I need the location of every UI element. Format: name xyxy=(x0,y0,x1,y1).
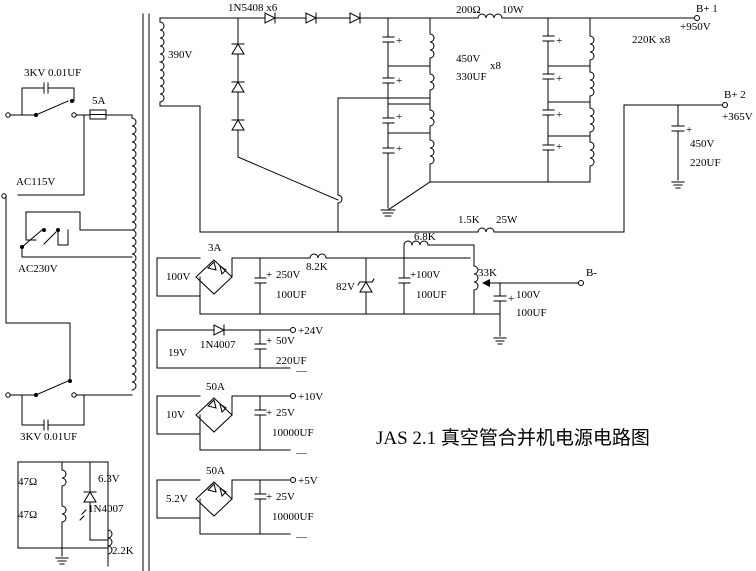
aux24-cap-value: 220UF xyxy=(276,355,307,367)
aux5-secondary-label: 5.2V xyxy=(166,493,188,505)
bminus-label: B- xyxy=(586,267,597,279)
heater-r2-value: 47Ω xyxy=(18,509,37,521)
aux10-secondary-label: 10V xyxy=(166,409,185,421)
aux10-rect-label: 50A xyxy=(206,381,225,393)
aux5-plus-mark: + xyxy=(266,491,272,503)
heater-voltage: 6.3V xyxy=(98,473,120,485)
aux24-supply xyxy=(156,324,296,369)
heater-diode-label: 1N4007 xyxy=(88,503,124,515)
svg-text:+: + xyxy=(396,35,402,47)
bias-c3-voltage: 100V xyxy=(516,289,541,301)
aux10-supply xyxy=(156,393,296,451)
bias-plus-mark: + xyxy=(266,269,272,281)
bplus2-label: B+ 2 xyxy=(724,89,746,101)
bplus2-cap-voltage: 450V xyxy=(690,138,715,150)
bplus1-label: B+ 1 xyxy=(696,3,718,15)
hv-secondary-winding xyxy=(159,21,165,103)
fuse-label: 5A xyxy=(92,95,106,107)
aux24-diode-label: 1N4007 xyxy=(200,339,236,351)
hv-diode-label: 1N5408 x6 xyxy=(228,2,278,14)
bias-pot xyxy=(473,265,479,291)
bias-c3-plus-mark: + xyxy=(508,293,514,305)
hv-cap-value: 330UF xyxy=(456,71,487,83)
bias-rect-label: 3A xyxy=(208,242,222,254)
aux5-out-neg: — xyxy=(295,531,308,543)
bplus2-voltage: +365V xyxy=(722,111,753,123)
svg-text:+: + xyxy=(396,111,402,123)
bias-zener-label: 82V xyxy=(336,281,355,293)
aux24-secondary-label: 19V xyxy=(168,347,187,359)
bias-c2-value: 100UF xyxy=(416,289,447,301)
hv-choke-value: 200Ω xyxy=(456,4,481,16)
aux24-cap-voltage: 50V xyxy=(276,335,295,347)
svg-text:+: + xyxy=(396,143,402,155)
primary-winding-1 xyxy=(131,117,137,231)
bias-c1-voltage: 250V xyxy=(276,269,301,281)
aux10-cap-value: 10000UF xyxy=(272,427,314,439)
svg-text:+: + xyxy=(556,141,562,153)
bias-r1 xyxy=(309,253,327,259)
switch2-caption: 3KV 0.01UF xyxy=(20,431,77,443)
bias-r2 xyxy=(411,240,429,246)
bias-c2-plus-mark: + xyxy=(410,269,416,281)
bias-secondary-label: 100V xyxy=(166,271,191,283)
cap-plus-marks: + + + + + + + + + xyxy=(396,35,692,155)
bplus1-voltage: +950V xyxy=(680,21,711,33)
aux10-plus-mark: + xyxy=(266,407,272,419)
bias-bridge-rectifier xyxy=(195,259,233,295)
bias-supply xyxy=(156,240,584,345)
drop-res-power: 25W xyxy=(496,214,518,226)
svg-text:+: + xyxy=(556,35,562,47)
heater-r3-value: 2.2K xyxy=(112,545,134,557)
aux5-cap-voltage: 25V xyxy=(276,491,295,503)
hv-secondary-label: 390V xyxy=(168,49,193,61)
aux10-bridge-rectifier xyxy=(195,397,233,433)
ac230-label: AC230V xyxy=(18,263,58,275)
svg-text:+: + xyxy=(556,73,562,85)
aux5-supply xyxy=(156,477,296,535)
hv-cap-voltage: 450V xyxy=(456,53,481,65)
bias-pot-value: 33K xyxy=(478,267,497,279)
svg-text:+: + xyxy=(556,109,562,121)
heater-circuit xyxy=(17,461,113,567)
hv-choke-power: 10W xyxy=(502,4,524,16)
diagram-title: JAS 2.1 真空管合并机电源电路图 xyxy=(376,427,650,449)
hv-cap-count: x8 xyxy=(490,60,502,72)
aux5-out-pos: +5V xyxy=(298,475,318,487)
aux10-out-pos: +10V xyxy=(298,391,323,403)
ac115-label: AC115V xyxy=(16,176,55,188)
aux10-cap-voltage: 25V xyxy=(276,407,295,419)
primary-winding-2 xyxy=(131,229,137,391)
primary-circuit xyxy=(1,82,137,431)
aux5-rect-label: 50A xyxy=(206,465,225,477)
bias-c2-voltage: 100V xyxy=(416,269,441,281)
bias-r2-value: 6.8K xyxy=(414,231,436,243)
drop-resistor xyxy=(477,227,495,233)
bias-r1-value: 8.2K xyxy=(306,261,328,273)
aux5-cap-value: 10000UF xyxy=(272,511,314,523)
switch-lever xyxy=(35,100,69,116)
hv-supply xyxy=(159,12,728,233)
svg-text:+: + xyxy=(396,75,402,87)
bplus2-cap-value: 220UF xyxy=(690,157,721,169)
hv-choke xyxy=(477,13,503,19)
aux10-out-neg: — xyxy=(295,447,308,459)
heater-r1-value: 47Ω xyxy=(18,476,37,488)
bias-c3-value: 100UF xyxy=(516,307,547,319)
aux24-plus-mark: + xyxy=(266,335,272,347)
aux5-bridge-rectifier xyxy=(195,481,233,517)
heater-winding xyxy=(107,529,113,555)
bias-c1-value: 100UF xyxy=(276,289,307,301)
transformer-core xyxy=(142,13,150,571)
hv-bleeder-value: 220K x8 xyxy=(632,34,671,46)
switch1-caption: 3KV 0.01UF xyxy=(24,67,81,79)
aux24-out-pos: +24V xyxy=(298,325,323,337)
svg-text:+: + xyxy=(686,124,692,136)
drop-res-value: 1.5K xyxy=(458,214,480,226)
aux24-out-neg: — xyxy=(295,365,308,377)
